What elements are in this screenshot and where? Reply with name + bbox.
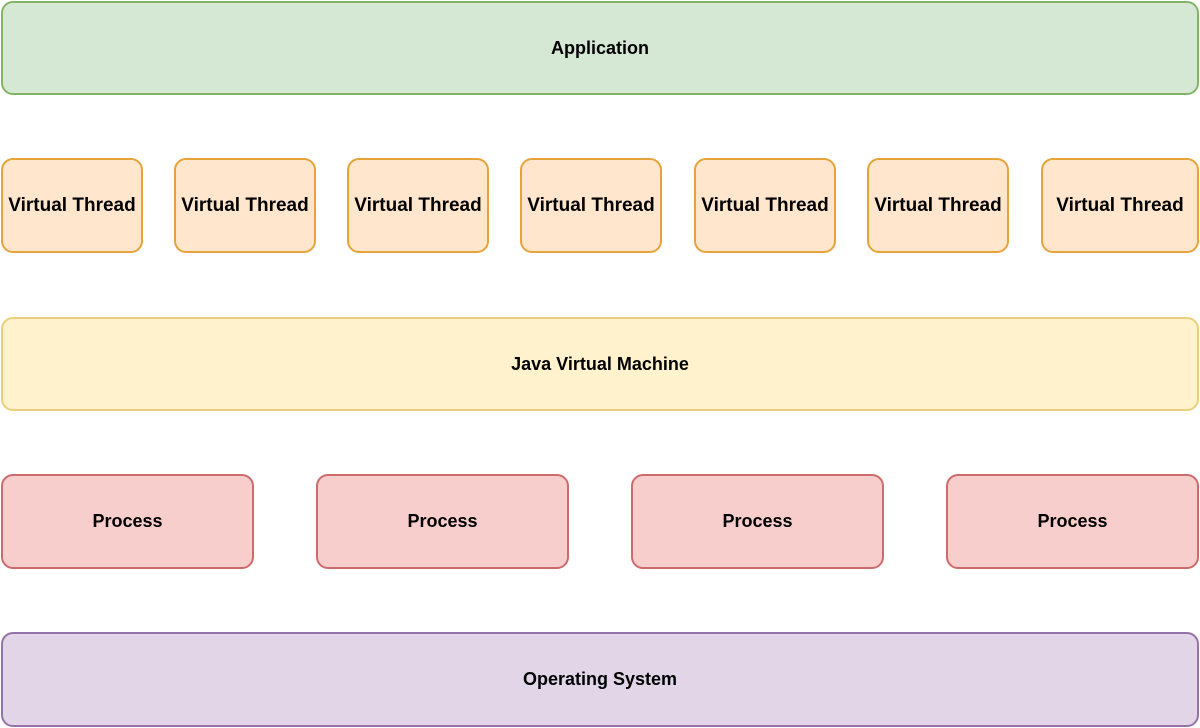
- virtual-thread-box: Virtual Thread: [1, 158, 143, 253]
- operating-system-label: Operating System: [522, 669, 678, 689]
- virtual-thread-box: Virtual Thread: [694, 158, 836, 253]
- process-box: Process: [631, 474, 884, 569]
- virtual-thread-label: Virtual Thread: [181, 194, 309, 216]
- process-box: Process: [1, 474, 254, 569]
- process-label: Process: [407, 511, 478, 531]
- virtual-thread-box: Virtual Thread: [174, 158, 316, 253]
- virtual-thread-label: Virtual Thread: [701, 194, 829, 216]
- application-layer: Application: [1, 1, 1199, 95]
- virtual-thread-row: Virtual Thread Virtual Thread Virtual Th…: [0, 158, 1200, 253]
- process-label: Process: [92, 511, 163, 531]
- virtual-thread-label: Virtual Thread: [354, 194, 482, 216]
- operating-system-layer: Operating System: [1, 632, 1199, 727]
- process-row: Process Process Process Process: [0, 474, 1200, 569]
- jvm-label: Java Virtual Machine: [511, 353, 689, 374]
- process-box: Process: [316, 474, 569, 569]
- virtual-thread-box: Virtual Thread: [347, 158, 489, 253]
- virtual-thread-label: Virtual Thread: [527, 194, 655, 216]
- process-label: Process: [722, 511, 793, 531]
- virtual-thread-label: Virtual Thread: [874, 194, 1002, 216]
- virtual-thread-box: Virtual Thread: [520, 158, 662, 253]
- process-label: Process: [1037, 511, 1108, 531]
- application-label: Application: [551, 37, 649, 58]
- virtual-thread-box: Virtual Thread: [1041, 158, 1199, 253]
- process-box: Process: [946, 474, 1199, 569]
- virtual-thread-label: Virtual Thread: [1056, 194, 1184, 216]
- jvm-layer: Java Virtual Machine: [1, 317, 1199, 411]
- virtual-thread-label: Virtual Thread: [8, 194, 136, 216]
- virtual-thread-box: Virtual Thread: [867, 158, 1009, 253]
